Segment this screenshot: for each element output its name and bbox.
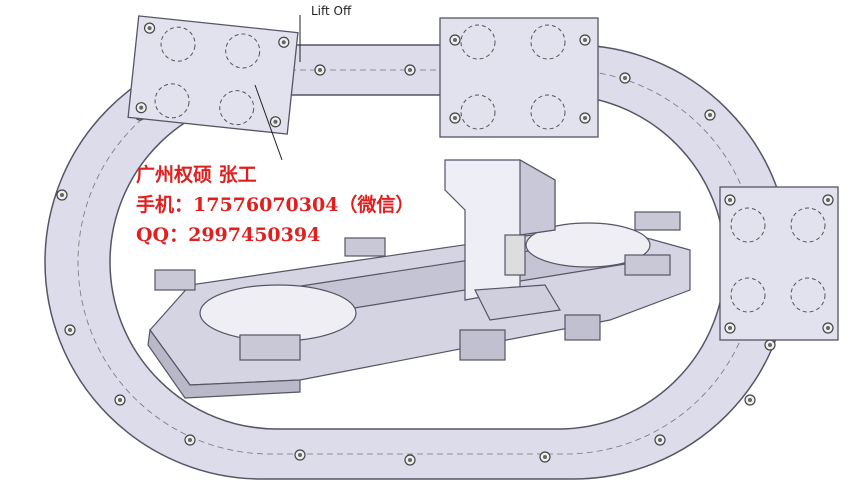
leader-line <box>254 84 283 161</box>
carrier-plate-top-left <box>127 15 299 135</box>
track-centerline <box>77 69 758 455</box>
qq-line: QQ：2997450394 <box>136 224 321 246</box>
oval-track <box>44 44 791 480</box>
carrier-plate-right <box>719 186 839 341</box>
phone-line: 手机：17576070304（微信） <box>136 194 415 216</box>
company-contact-line: 广州权硕 张工 <box>136 164 257 186</box>
lift-off-label: Lift Off <box>311 4 352 18</box>
carrier-plate-top <box>439 17 599 138</box>
conveyor-machine <box>147 158 691 399</box>
